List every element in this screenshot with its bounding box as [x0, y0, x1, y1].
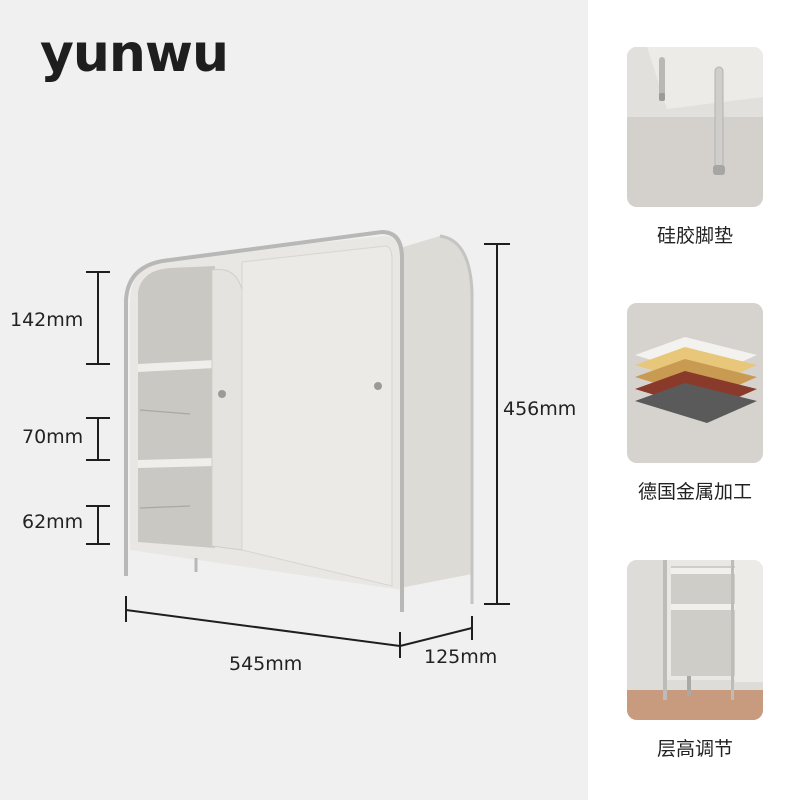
feature-card-shelf — [627, 560, 763, 720]
adjustable-shelf-photo — [627, 560, 763, 720]
total-width-label: 545mm — [229, 653, 303, 675]
shelf-mid-height-label: 70mm — [22, 426, 84, 448]
metal-layers-photo — [627, 303, 763, 463]
feature-label-metal: 德国金属加工 — [637, 481, 752, 503]
brand-logo: yunwu — [40, 24, 229, 84]
shelf-top-height-label: 142mm — [10, 309, 84, 331]
feature-card-metal — [627, 303, 763, 463]
depth-label: 125mm — [424, 646, 498, 668]
feature-label-foot-pad: 硅胶脚垫 — [656, 225, 733, 247]
shelf-bottom-height-label: 62mm — [22, 511, 84, 533]
cabinet-illustration — [86, 229, 510, 658]
feature-label-shelf: 层高调节 — [656, 738, 733, 760]
total-height-label: 456mm — [503, 398, 577, 420]
silicone-foot-pad-photo — [627, 47, 763, 207]
feature-card-foot-pad — [627, 47, 763, 207]
